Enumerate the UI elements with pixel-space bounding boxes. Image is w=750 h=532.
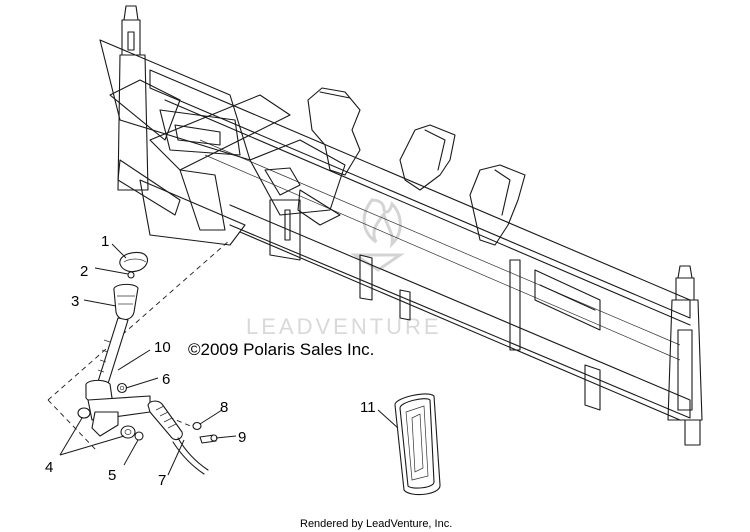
watermark: LEADVENTURE <box>246 198 442 339</box>
callout-8: 8 <box>220 399 228 416</box>
watermark-flame-logo <box>349 198 405 272</box>
leader-lines <box>59 243 399 476</box>
part-3-shift-knob <box>113 283 139 321</box>
callout-6: 6 <box>162 371 170 388</box>
frame-assembly <box>99 5 703 446</box>
part-8-washer <box>192 421 202 431</box>
callout-labels: 1 2 3 10 6 4 5 7 8 9 11 <box>45 233 376 489</box>
callout-5: 5 <box>108 467 116 484</box>
callout-7: 7 <box>158 472 166 489</box>
part-7-shift-cable <box>147 400 209 475</box>
callout-3: 3 <box>71 293 79 310</box>
callout-2: 2 <box>80 263 88 280</box>
callout-11: 11 <box>360 399 376 416</box>
part-9-cotter-clip <box>199 434 218 444</box>
part-11-boot <box>394 393 441 496</box>
callout-10: 10 <box>154 339 171 356</box>
part-4-bushings <box>77 407 136 439</box>
part-2-pin <box>127 271 135 279</box>
assembly-guide-lines <box>47 239 231 453</box>
watermark-text: LEADVENTURE <box>246 314 442 339</box>
rendered-by-footer: Rendered by LeadVenture, Inc. <box>300 518 452 530</box>
callout-9: 9 <box>238 429 246 446</box>
part-1-knob-cap <box>119 251 149 273</box>
part-5-clip <box>134 431 144 441</box>
callout-4: 4 <box>45 459 53 476</box>
copyright-notice: ©2009 Polaris Sales Inc. <box>188 340 374 359</box>
part-10-shift-lever <box>85 317 151 437</box>
part-6-nut <box>116 382 128 394</box>
callout-1: 1 <box>101 233 109 250</box>
